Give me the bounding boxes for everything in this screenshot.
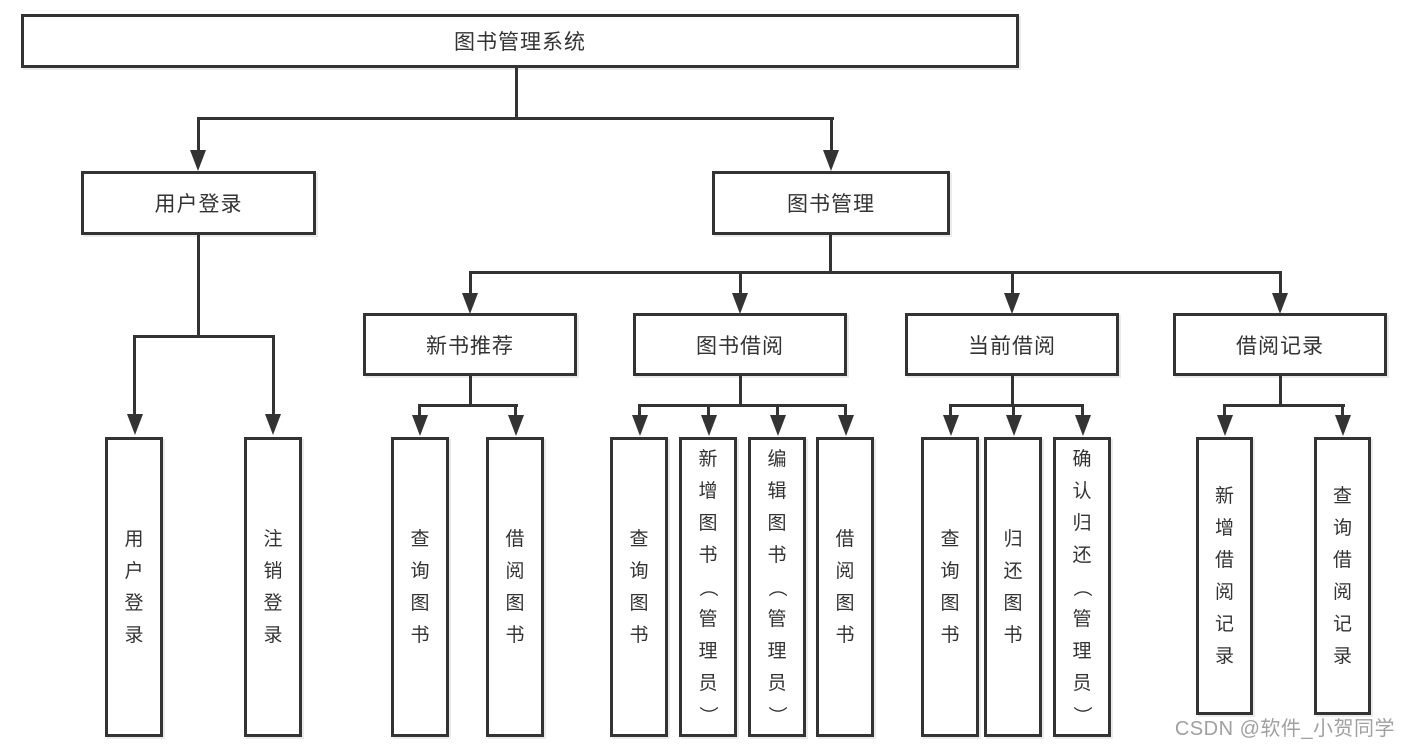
arrowhead [265, 414, 281, 435]
connector-line [1223, 404, 1345, 407]
connector-line [515, 66, 518, 119]
arrowhead [1004, 293, 1020, 314]
node-current-borrow: 当前借阅 [905, 313, 1119, 376]
connector-line [638, 404, 847, 407]
node-borrow-records: 借阅记录 [1173, 313, 1387, 376]
arrowhead [943, 415, 959, 436]
leaf-cb-query-books: 查询图书 [921, 437, 979, 737]
connector-line [739, 271, 742, 296]
connector-line [707, 404, 710, 418]
arrowhead [1335, 415, 1351, 436]
node-book-borrow: 图书借阅 [633, 313, 847, 376]
leaf-rec-query-books: 查询图书 [391, 437, 449, 737]
connector-line [1012, 404, 1015, 418]
connector-line [739, 374, 742, 407]
csdn-watermark: CSDN @软件_小贺同学 [1174, 718, 1395, 740]
arrowhead [1075, 415, 1091, 436]
arrowhead [1272, 293, 1288, 314]
arrowhead [701, 415, 717, 436]
connector-line [1011, 374, 1014, 407]
connector-line [949, 404, 1084, 407]
arrowhead [508, 415, 524, 436]
leaf-br-query-record: 查询借阅记录 [1314, 437, 1371, 715]
leaf-cb-confirm-return: 确认归还（管理员） [1053, 437, 1111, 737]
arrowhead [1217, 415, 1233, 436]
connector-line [844, 404, 847, 418]
leaf-logout: 注销登录 [244, 437, 302, 737]
connector-line [133, 335, 136, 417]
leaf-br-add-record: 新增借阅记录 [1196, 437, 1253, 715]
connector-line [1341, 404, 1344, 418]
leaf-bb-edit-books: 编辑图书（管理员） [748, 437, 806, 737]
leaf-rec-borrow-books: 借阅图书 [486, 437, 544, 737]
connector-line [638, 404, 641, 418]
arrowhead [127, 414, 143, 435]
leaf-bb-borrow-books: 借阅图书 [816, 437, 874, 737]
connector-line [469, 374, 472, 407]
leaf-cb-return-books: 归还图书 [984, 437, 1042, 737]
connector-line [418, 404, 421, 418]
node-user-login: 用户登录 [81, 171, 316, 235]
arrowhead [462, 293, 478, 314]
connector-line [197, 117, 200, 153]
arrowhead [190, 150, 206, 171]
connector-line [776, 404, 779, 418]
arrowhead [632, 415, 648, 436]
connector-line [418, 404, 518, 407]
arrowhead [838, 415, 854, 436]
connector-line [1011, 271, 1014, 296]
leaf-bb-query-books: 查询图书 [610, 437, 668, 737]
node-library-system: 图书管理系统 [21, 14, 1019, 68]
connector-line [514, 404, 517, 418]
arrowhead [412, 415, 428, 436]
connector-line [1279, 374, 1282, 407]
arrowhead [770, 415, 786, 436]
connector-line [1223, 404, 1226, 418]
connector-line [469, 271, 472, 296]
node-new-book-recommend: 新书推荐 [363, 313, 577, 376]
connector-line [1279, 271, 1282, 296]
arrowhead [1006, 415, 1022, 436]
connector-line [949, 404, 952, 418]
node-book-management: 图书管理 [712, 171, 950, 235]
arrowhead [823, 150, 839, 171]
connector-line [830, 117, 833, 153]
leaf-user-login: 用户登录 [105, 437, 163, 737]
leaf-bb-add-books: 新增图书（管理员） [679, 437, 737, 737]
connector-line [197, 233, 200, 338]
connector-line [133, 335, 275, 338]
connector-line [272, 335, 275, 417]
connector-line [829, 233, 832, 274]
arrowhead [732, 293, 748, 314]
connector-line [1081, 404, 1084, 418]
connector-line [197, 117, 834, 120]
connector-line [469, 271, 1282, 274]
